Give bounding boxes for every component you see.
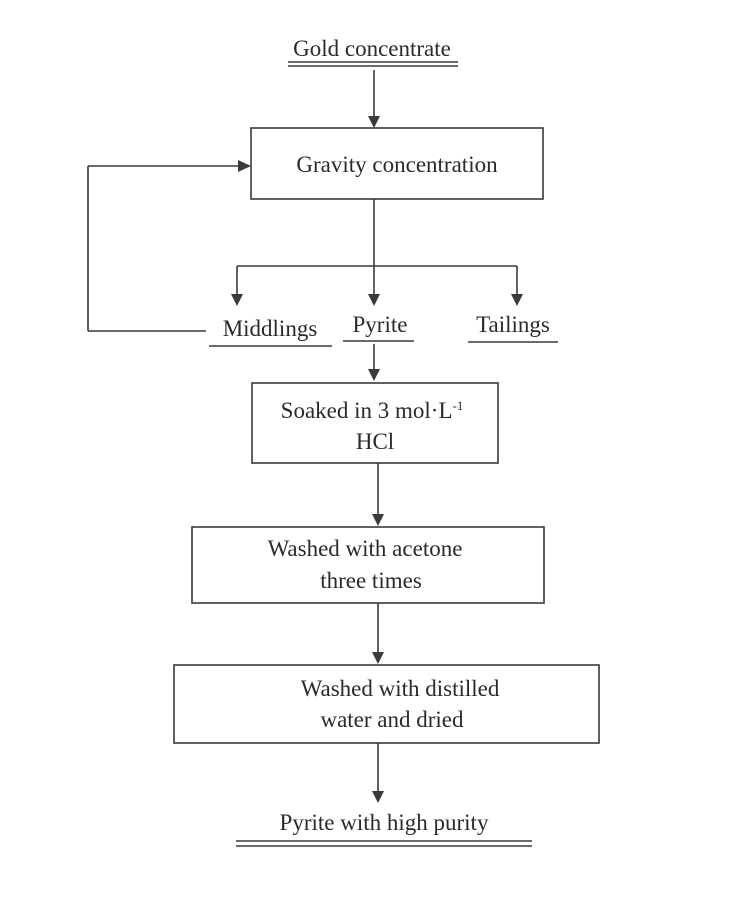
start-node: Gold concentrate [288, 36, 458, 67]
arrow-pyrite-to-soak [368, 344, 380, 381]
soak-superscript: -1 [453, 398, 464, 413]
soak-node: Soaked in 3 mol·L-1 HCl [251, 382, 499, 464]
end-node: Pyrite with high purity [236, 810, 532, 847]
arrow-start-to-gravity [368, 70, 380, 128]
water-box [173, 664, 600, 744]
pyrite-label: Pyrite [353, 312, 408, 337]
recycle-loop [87, 160, 251, 332]
soak-box [251, 382, 499, 464]
soak-line-2: HCl [356, 429, 394, 454]
arrow-head [231, 294, 243, 306]
middlings-node: Middlings [209, 316, 332, 347]
arrow-head [368, 294, 380, 306]
pyrite-node: Pyrite [343, 312, 414, 342]
water-node: Washed with distilled water and dried [173, 664, 600, 744]
soak-line-1-text: Soaked in 3 mol·L [281, 398, 453, 423]
arrow-head [511, 294, 523, 306]
acetone-line-1: Washed with acetone [268, 536, 463, 561]
soak-line-1: Soaked in 3 mol·L-1 [281, 398, 464, 423]
acetone-node: Washed with acetone three times [191, 526, 545, 604]
end-label: Pyrite with high purity [280, 810, 489, 835]
arrow-head [368, 369, 380, 381]
arrow-acetone-to-water [372, 603, 384, 664]
tailings-node: Tailings [468, 312, 558, 343]
middlings-label: Middlings [223, 316, 318, 341]
gravity-label: Gravity concentration [296, 152, 498, 177]
split-connector [231, 199, 523, 306]
arrow-soak-to-acetone [372, 463, 384, 526]
water-line-2: water and dried [320, 707, 464, 732]
start-label: Gold concentrate [293, 36, 451, 61]
arrow-head [238, 160, 251, 172]
gravity-node: Gravity concentration [250, 127, 544, 200]
acetone-box [191, 526, 545, 604]
acetone-line-2: three times [320, 568, 422, 593]
tailings-label: Tailings [476, 312, 550, 337]
arrow-head [372, 652, 384, 664]
gravity-box [250, 127, 544, 200]
arrow-water-to-end [372, 743, 384, 803]
arrow-head [372, 514, 384, 526]
arrow-head [372, 791, 384, 803]
arrow-head [368, 116, 380, 128]
water-line-1: Washed with distilled [301, 676, 500, 701]
